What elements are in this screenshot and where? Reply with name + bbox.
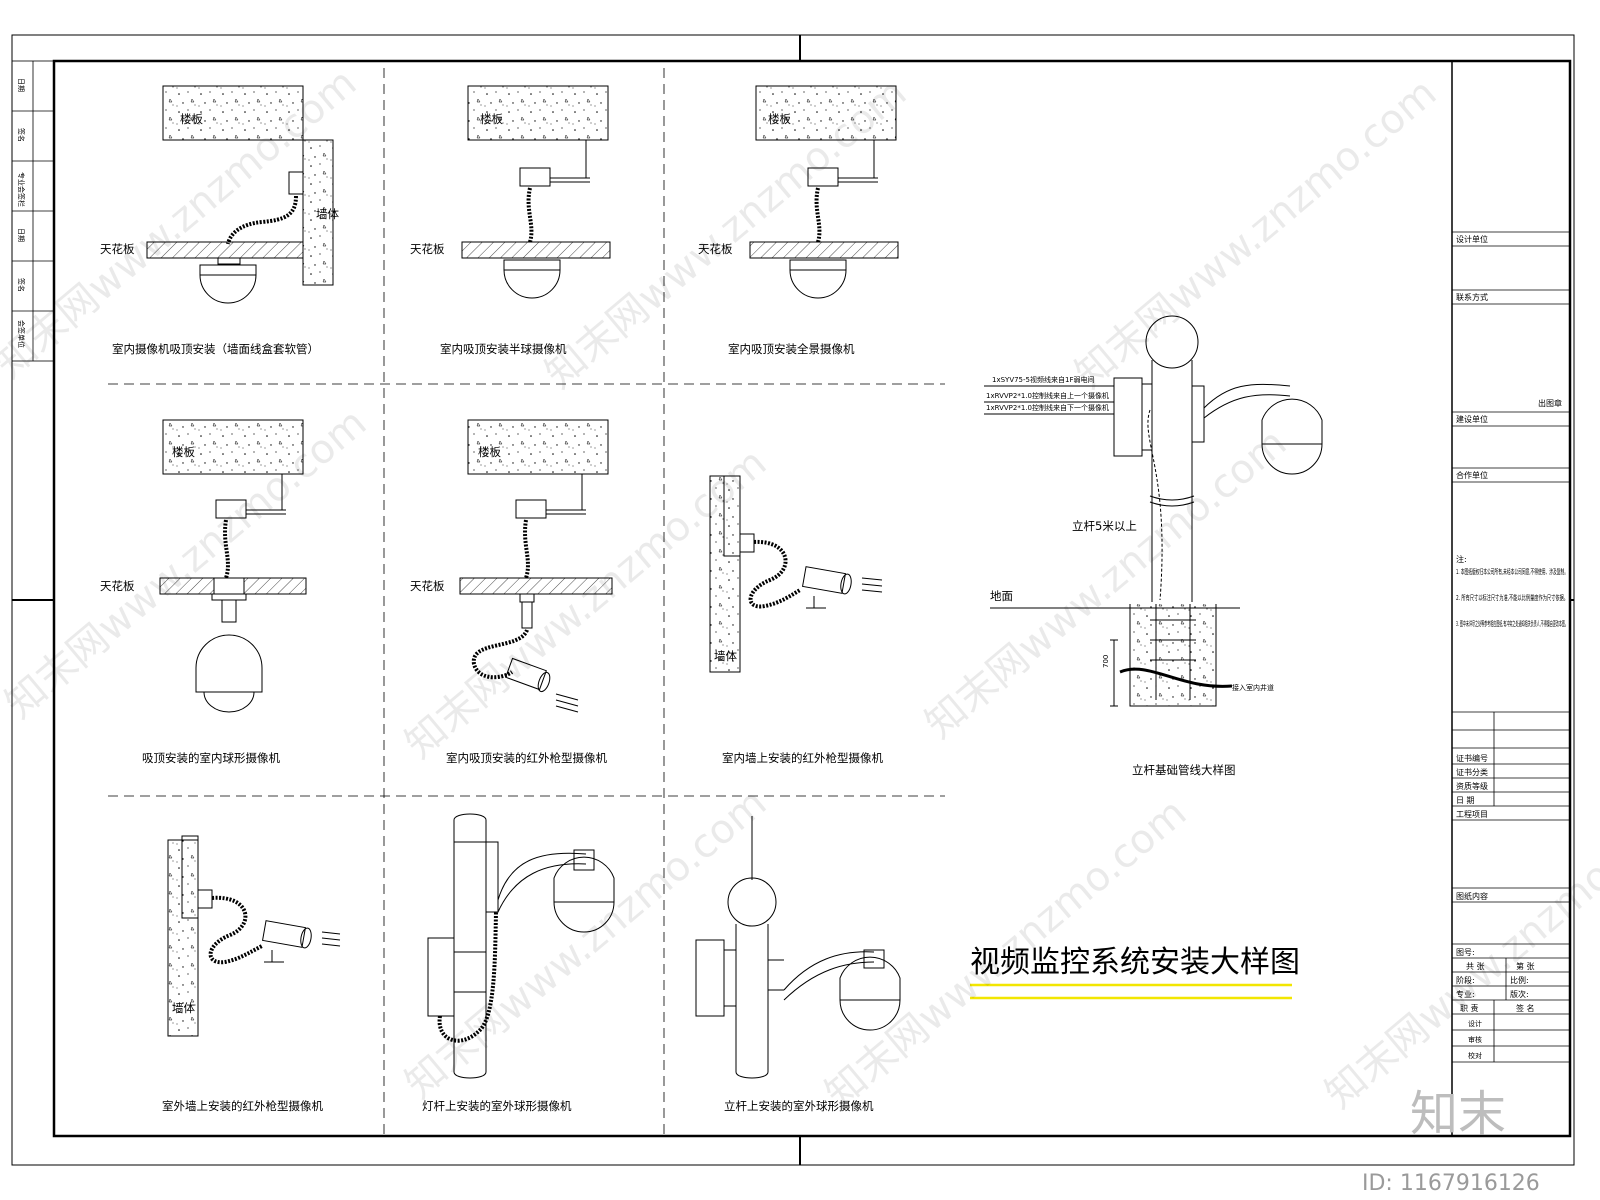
p10-depth: 700 [1102, 655, 1110, 668]
p2-floor-label: 楼板 [480, 112, 503, 126]
tb-total: 共 张 [1466, 962, 1485, 971]
panel-pole-foundation-detail [984, 315, 1323, 707]
tb-scale: 比例: [1510, 975, 1529, 985]
tb-stage: 阶段: [1456, 975, 1475, 985]
panel-standing-pole-dome-camera [695, 816, 901, 1079]
p10-ground: 地面 [990, 589, 1013, 603]
p1-caption: 室内摄像机吸顶安装（墙面线盒套软管） [112, 342, 319, 356]
tb-cert-no: 证书编号 [1456, 753, 1488, 763]
strip-date-1: 日期 [17, 78, 25, 92]
tb-notes-title: 注: [1456, 554, 1467, 564]
tb-drawing-no: 图号: [1456, 948, 1475, 957]
tb-note-3: 3. 图中未详尽之处等参考相应图纸,有冲突之处通知相关负责人,不得擅自更改本图。 [1456, 619, 1568, 628]
watermark-3: 知末网www.znzmo.com [1067, 70, 1445, 398]
tb-role: 职 责 [1460, 1003, 1479, 1013]
panel-ceiling-ir-bullet-camera [459, 419, 613, 713]
p1-ceiling-label: 天花板 [100, 242, 135, 256]
p10-cable-3: 1xRVVP2*1.0控制线来自下一个摄像机 [986, 403, 1109, 412]
title-block-frame [1451, 61, 1570, 1136]
tb-cert-class: 证书分类 [1456, 767, 1488, 777]
p2-ceiling-label: 天花板 [410, 242, 445, 256]
tb-note-2: 2. 所有尺寸以标注尺寸为准,不能以比例量度作为尺寸依据。 [1456, 593, 1568, 602]
panel-ceiling-half-dome-camera [461, 85, 611, 299]
panel-wall-ir-bullet-camera [709, 475, 883, 673]
panel-outdoor-wall-ir-bullet-camera [167, 835, 341, 1037]
p6-wall-label: 墙体 [714, 649, 737, 663]
tb-audit: 校对 [1468, 1051, 1482, 1060]
strip-sign-1: 签名 [17, 128, 26, 142]
panel-grid [108, 68, 945, 1134]
p1-wall-label: 墙体 [316, 207, 339, 221]
p3-floor-label: 楼板 [768, 112, 791, 126]
p4-ceiling-label: 天花板 [100, 579, 135, 593]
tb-sheet-no: 第 张 [1516, 961, 1535, 971]
tb-sign: 签 名 [1516, 1003, 1535, 1013]
sheet-frame [11, 34, 1575, 1166]
p7-caption: 室外墙上安装的红外枪型摄像机 [162, 1099, 323, 1113]
p4-floor-label: 楼板 [172, 445, 195, 459]
tb-discipline: 专业: [1456, 989, 1475, 999]
panel-ceiling-panoramic-camera [749, 85, 899, 299]
p5-ceiling-label: 天花板 [410, 579, 445, 593]
p2-caption: 室内吸顶安装半球摄像机 [440, 342, 567, 356]
strip-sign-2: 签名 [17, 278, 26, 292]
tb-qual-level: 资质等级 [1456, 781, 1488, 791]
tb-coop-unit: 合作单位 [1456, 470, 1488, 480]
tb-design: 设计 [1468, 1019, 1482, 1028]
p10-pole-height: 立杆5米以上 [1072, 519, 1137, 533]
tb-note-1: 1. 本图纸版权归本公司所有,未经本公司同意,不得使用、涉及复制。 [1456, 567, 1568, 576]
p9-caption: 立杆上安装的室外球形摄像机 [724, 1099, 874, 1113]
panel-ceiling-camera-wall-box [146, 85, 334, 304]
tb-issue-stamp: 出图章 [1538, 398, 1562, 408]
p1-floor-label: 楼板 [180, 112, 203, 126]
panel-lamp-pole-dome-camera [427, 813, 615, 1079]
brand-logo: 知末 [1410, 1086, 1506, 1142]
strip-unit: 会签单位 [17, 320, 26, 348]
strip-date-2: 日期 [17, 228, 25, 242]
tb-version: 版次: [1510, 989, 1529, 999]
tb-build-unit: 建设单位 [1456, 414, 1488, 424]
p3-caption: 室内吸顶安装全景摄像机 [728, 342, 855, 356]
p10-conduit: 接入室内井道 [1232, 683, 1274, 692]
p10-cable-1: 1xSYV75-5视频线来自1F弱电间 [992, 375, 1094, 384]
drawing-title: 视频监控系统安装大样图 [970, 945, 1300, 980]
strip-discipline-sign: 专业会签栏 [17, 172, 26, 207]
tb-drawing-content: 图纸内容 [1456, 891, 1488, 901]
p10-caption: 立杆基础管线大样图 [1132, 763, 1236, 777]
p5-caption: 室内吸顶安装的红外枪型摄像机 [446, 751, 607, 765]
p3-ceiling-label: 天花板 [698, 242, 733, 256]
left-signature-strip [11, 60, 55, 362]
p7-wall-label: 墙体 [172, 1001, 195, 1015]
tb-contact: 联系方式 [1456, 292, 1488, 302]
p6-caption: 室内墙上安装的红外枪型摄像机 [722, 751, 883, 765]
tb-project: 工程项目 [1456, 810, 1488, 819]
tb-date: 日 期 [1456, 796, 1475, 805]
p10-cable-2: 1xRVVP2*1.0控制线来自上一个摄像机 [986, 391, 1109, 400]
tb-check: 审核 [1468, 1035, 1482, 1044]
panel-pendant-dome-camera [159, 419, 307, 713]
watermark-6: 知末网www.znzmo.com [917, 420, 1295, 748]
p4-caption: 吸顶安装的室内球形摄像机 [142, 751, 280, 765]
tb-design-unit: 设计单位 [1456, 234, 1488, 244]
p5-floor-label: 楼板 [478, 445, 501, 459]
image-id: ID: 1167916126 [1362, 1171, 1540, 1196]
p8-caption: 灯杆上安装的室外球形摄像机 [422, 1099, 572, 1113]
